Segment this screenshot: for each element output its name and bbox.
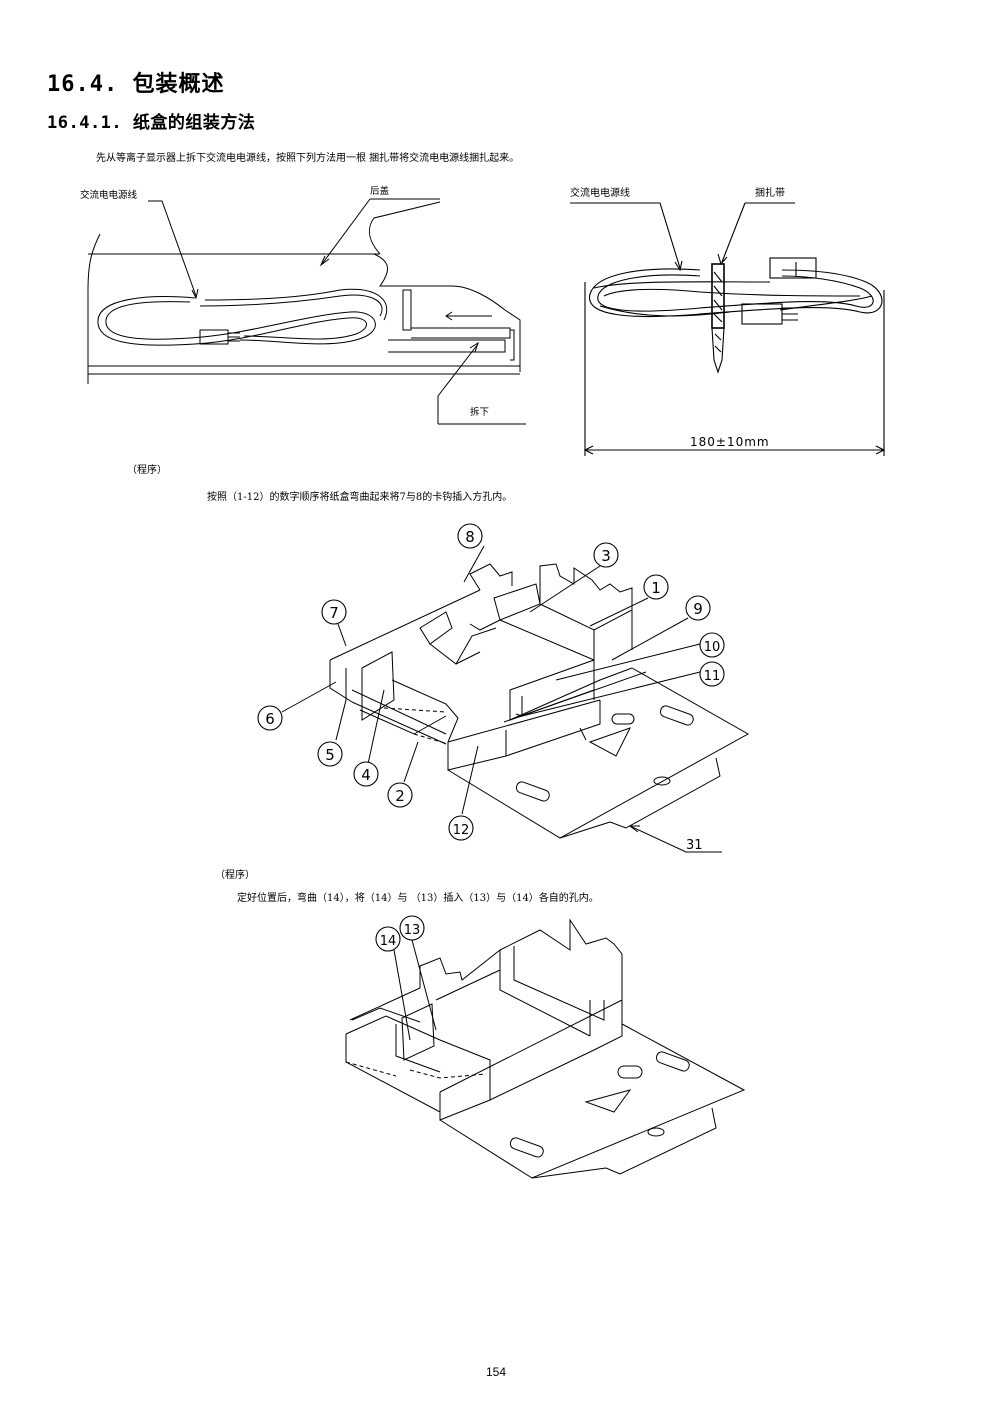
label-remove: 拆下: [470, 406, 489, 418]
callout-1: 1: [651, 579, 661, 597]
step2-heading: （程序）: [215, 870, 255, 881]
callout-12: 12: [453, 823, 470, 838]
step2-text: 定好位置后，弯曲（14），将（14）与 （13）插入（13）与（14）各自的孔内…: [237, 893, 599, 904]
step1-text: 按照（1-12）的数字顺序将纸盒弯曲起来将7与8的卡钩插入方孔内。: [207, 492, 513, 503]
section-heading: 16.4. 包装概述: [47, 72, 225, 97]
callout-8: 8: [465, 528, 475, 546]
dimension-label: 180±10mm: [690, 435, 770, 449]
callout-2: 2: [395, 787, 405, 805]
subsection-heading: 16.4.1. 纸盒的组装方法: [47, 113, 256, 133]
part-number-31: 31: [686, 838, 703, 853]
callout-6: 6: [265, 710, 275, 728]
callout-7: 7: [329, 604, 339, 622]
step1-heading: （程序）: [127, 465, 167, 476]
callout-11: 11: [704, 669, 721, 684]
intro-text: 先从等离子显示器上拆下交流电电源线，按照下列方法用一根 捆扎带将交流电电源线捆扎…: [96, 153, 520, 164]
callout-9: 9: [693, 600, 703, 618]
callout-5: 5: [325, 746, 335, 764]
callout-13: 13: [404, 923, 421, 938]
page-number: 154: [485, 1365, 507, 1379]
callout-4: 4: [361, 766, 371, 784]
callout-10: 10: [704, 640, 721, 655]
label-cord: 交流电电源线: [80, 189, 138, 201]
label-rear-cover: 后盖: [370, 185, 390, 197]
label-cord-2: 交流电电源线: [570, 186, 630, 199]
callout-3: 3: [601, 547, 611, 565]
callout-14: 14: [380, 934, 397, 949]
label-tie: 捆扎带: [755, 186, 785, 199]
